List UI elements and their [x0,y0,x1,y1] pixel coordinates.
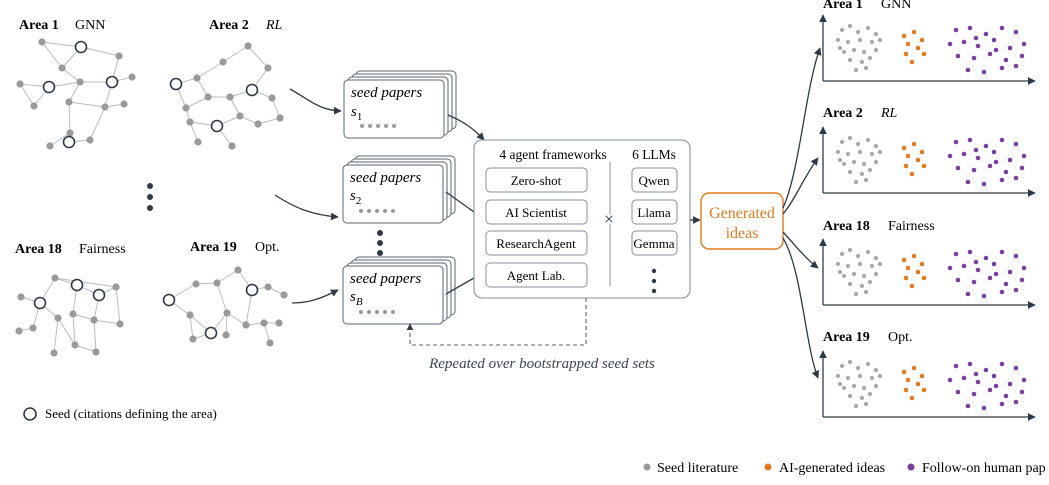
seed-stack-b-title: seed papers [350,271,421,287]
generated-ideas-line2: ideas [726,225,759,242]
seed-stack-2: seed papers s2 [342,155,456,224]
legend-seed-dot [643,463,651,471]
llm-label-qwen: Qwen [638,173,670,188]
framework-box-agent-lab [485,262,588,288]
llm-box-qwen [631,167,678,193]
llm-list: Qwen Llama Gemma [631,167,678,294]
left-area-2-num: Area 2 [209,18,249,33]
framework-list: Zero-shot AI Scientist ResearchAgent Age… [485,167,588,288]
seed-stack-dots [359,124,396,314]
generated-ideas-box [700,192,784,250]
llm-label-llama: Llama [637,205,670,220]
seed-stack-2-title: seed papers [350,170,421,186]
seed-legend-circle [23,407,37,421]
ideas-to-plots-arrows [782,47,822,379]
right-area-18-num: Area 18 [823,219,870,234]
legend-seed-label: Seed literature [657,461,738,476]
right-area-1-topic: GNN [881,0,911,12]
left-area-2-topic: RL [265,18,283,33]
left-area-1-topic: GNN [75,18,105,33]
seed-stack-1: seed papers s1 [343,70,457,139]
stack-ellipsis [377,230,383,256]
right-area-19-topic: Opt. [888,330,913,345]
seed-stack-b-var: sB [350,289,363,308]
frameworks-title: 4 agent frameworks [499,147,606,162]
seed-stack-1-var: s1 [351,104,362,123]
generated-ideas-line1: Generated [709,205,775,222]
framework-label-researchagent: ResearchAgent [496,236,576,251]
llms-title: 6 LLMs [632,147,676,162]
right-area-1-num: Area 1 [823,0,863,12]
framework-box-researchagent [485,230,588,256]
network-to-seed-arrows [274,88,342,304]
left-area-labels: Area 1 GNN Area 2 RL Area 18 Fairness Ar… [15,18,283,257]
legend-human-label: Follow-on human pap [922,461,1046,476]
left-area-19-num: Area 19 [190,240,237,255]
network-ellipsis [147,183,153,211]
citation-networks [15,38,288,357]
times-icon: × [604,209,614,229]
bootstrap-loop [406,298,587,346]
llm-box-gemma [631,230,678,256]
framework-box-ai-scientist [485,199,588,225]
framework-box-zero-shot [485,167,588,193]
left-area-18-topic: Fairness [79,242,126,257]
llm-label-gemma: Gemma [633,236,674,251]
framework-label-ai-scientist: AI Scientist [505,205,567,220]
framework-label-agent-lab: Agent Lab. [507,268,565,283]
stack-to-agent-arrows [445,114,485,295]
legend-ai-dot [764,463,772,471]
repeat-caption: Repeated over bootstrapped seed sets [428,356,655,372]
left-area-1-num: Area 1 [19,18,59,33]
seed-stack-b: seed papers sB [342,256,456,325]
right-area-2-num: Area 2 [823,106,863,121]
right-area-2-topic: RL [880,106,898,121]
left-area-18-num: Area 18 [15,242,62,257]
legend-human-dot [907,463,915,471]
legend-ai-label: AI-generated ideas [779,461,885,476]
bottom-legend: Seed literature AI-generated ideas Follo… [643,461,1046,476]
right-area-19-num: Area 19 [823,330,870,345]
seed-stack-2-var: s2 [350,188,361,207]
llm-ellipsis [651,268,657,294]
left-area-19-topic: Opt. [255,240,280,255]
seed-legend-label: Seed (citations defining the area) [45,406,217,421]
embedding-plots [819,14,1036,421]
llm-box-llama [631,199,678,225]
framework-label-zero-shot: Zero-shot [511,173,562,188]
right-area-labels: Area 1 GNN Area 2 RL Area 18 Fairness Ar… [823,0,935,345]
right-area-18-topic: Fairness [888,219,935,234]
seed-stack-1-title: seed papers [351,85,422,101]
